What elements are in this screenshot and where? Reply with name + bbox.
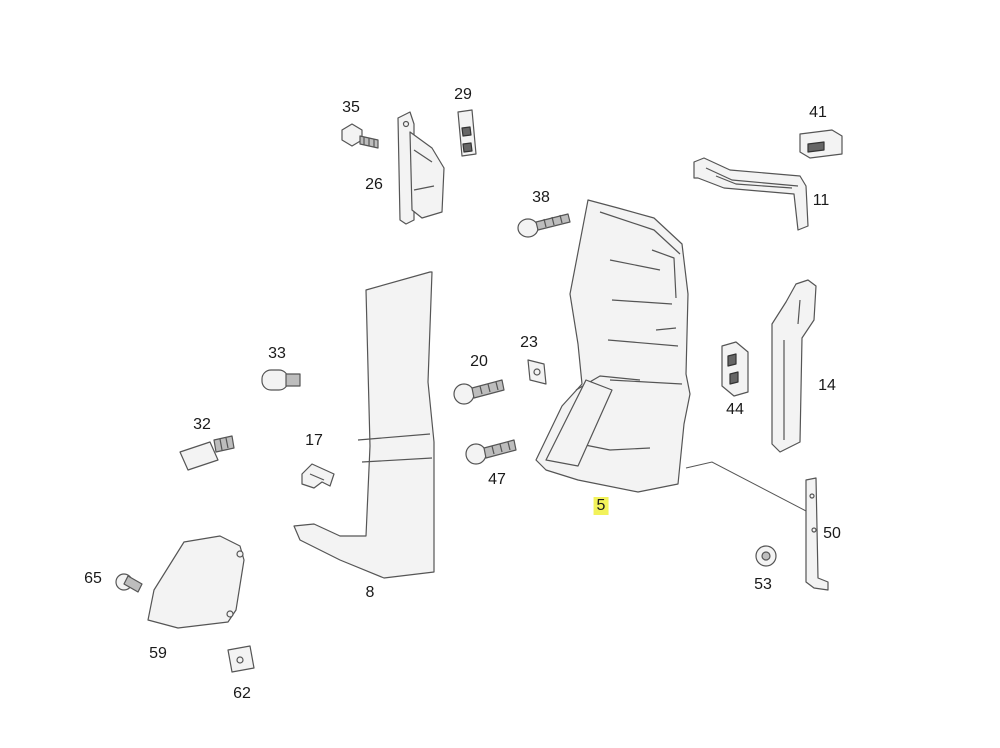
label-14: 14 <box>818 377 836 394</box>
part-32-plug <box>179 435 235 471</box>
part-65-screw <box>115 573 143 593</box>
label-41: 41 <box>809 104 827 121</box>
part-50-bracket <box>805 477 829 591</box>
part-17-clip <box>301 463 335 489</box>
label-35: 35 <box>342 99 360 116</box>
part-8-pillar-trim <box>293 271 435 579</box>
part-59-cover <box>147 535 245 629</box>
part-33-plug <box>261 369 301 391</box>
label-29: 29 <box>454 86 472 103</box>
label-20: 20 <box>470 353 488 370</box>
part-26-bracket <box>397 111 445 225</box>
part-35-bolt <box>341 123 379 149</box>
label-8: 8 <box>365 584 375 601</box>
part-53-nut <box>755 545 777 567</box>
part-23-clip <box>527 359 547 385</box>
part-38-screw <box>517 213 571 238</box>
label-33: 33 <box>268 345 286 362</box>
label-65: 65 <box>84 570 102 587</box>
label-44: 44 <box>726 401 744 418</box>
part-29-clip <box>457 109 477 157</box>
label-32: 32 <box>193 416 211 433</box>
part-47-screw <box>465 439 517 465</box>
part-41-clip <box>799 129 843 159</box>
label-62: 62 <box>233 685 251 702</box>
label-23: 23 <box>520 334 538 351</box>
label-11: 11 <box>812 192 830 209</box>
label-5-highlighted: 5 <box>593 497 609 515</box>
part-62-clip <box>227 645 255 673</box>
label-38: 38 <box>532 189 550 206</box>
label-59: 59 <box>149 645 167 662</box>
part-5-trim-panel <box>535 199 691 493</box>
label-50: 50 <box>823 525 841 542</box>
label-17: 17 <box>305 432 323 449</box>
part-14-strip <box>771 279 817 453</box>
part-44-clip <box>721 341 749 397</box>
part-11-strip <box>693 157 809 231</box>
label-53: 53 <box>754 576 772 593</box>
label-47: 47 <box>488 471 506 488</box>
part-20-screw <box>453 379 505 405</box>
label-26: 26 <box>365 176 383 193</box>
